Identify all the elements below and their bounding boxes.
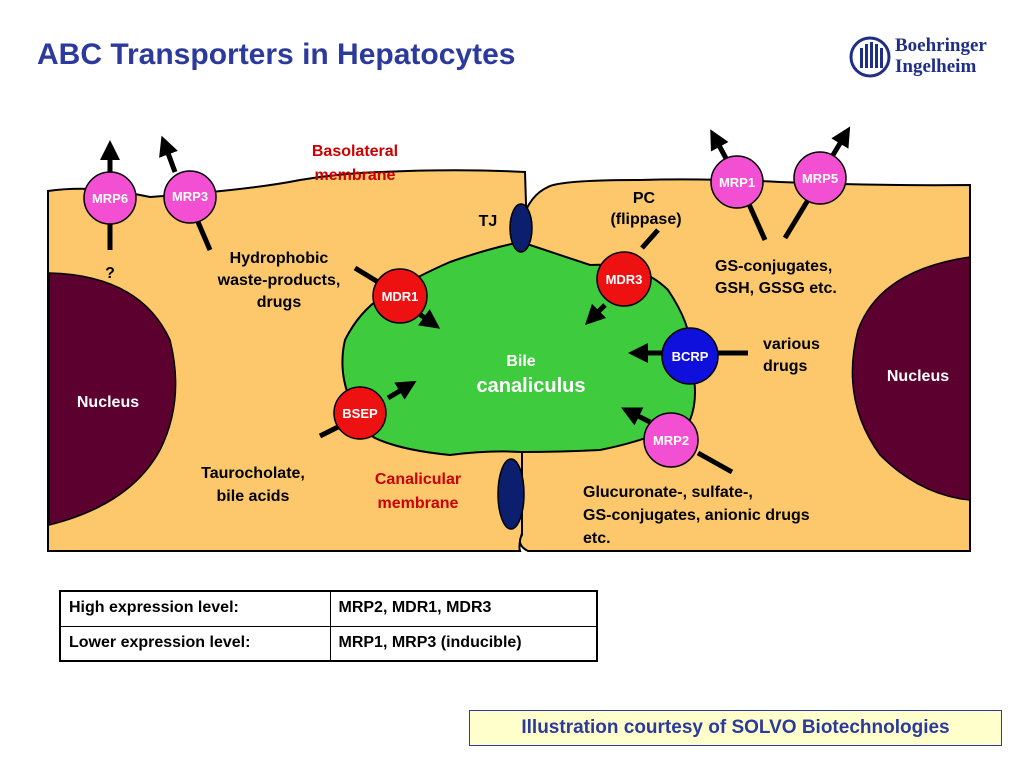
various-drugs-label-line1: various: [763, 336, 820, 353]
mdr3-shaft: [640, 228, 660, 250]
hydrophobic-label-line3: drugs: [257, 294, 302, 311]
illustration-credit: Illustration courtesy of SOLVO Biotechno…: [469, 710, 1002, 746]
mrp5-label: MRP5: [802, 171, 838, 186]
mdr1-shaft: [353, 265, 380, 285]
canalicular-label-line1: Canalicular: [375, 471, 461, 488]
nucleus-right-label: Nucleus: [887, 368, 949, 385]
mdr1-transporter: [372, 268, 428, 324]
mrp1-shaft: [745, 200, 768, 242]
logo-emblem-icon: [849, 36, 891, 78]
canalicular-label-line2: membrane: [378, 495, 459, 512]
bcrp-transporter: [661, 327, 719, 385]
page-title: ABC Transporters in Hepatocytes: [37, 38, 516, 71]
mrp5-arrow: [830, 126, 851, 157]
glucuronate-label-line3: etc.: [583, 530, 611, 547]
bile-label-line2: canaliculus: [477, 375, 586, 397]
basolateral-label-line2: membrane: [315, 167, 396, 184]
mrp2-arrow: [621, 407, 652, 426]
mrp1-label: MRP1: [719, 175, 755, 190]
mrp3-arrow: [159, 135, 178, 173]
table-row: Lower expression level: MRP1, MRP3 (indu…: [59, 625, 598, 662]
tight-junction-top: [509, 203, 533, 253]
tauro-label-line1: Taurocholate,: [201, 465, 305, 482]
bsep-shaft: [318, 424, 340, 439]
unknown-substrate-label: ?: [105, 265, 115, 282]
company-logo: Boehringer Ingelheim: [848, 34, 998, 82]
nucleus-left: [48, 272, 177, 526]
hydrophobic-label-line2: waste-products,: [217, 272, 341, 289]
mrp6-transporter: [83, 171, 137, 225]
mrp5-shaft: [782, 198, 811, 240]
bcrp-label: BCRP: [672, 349, 709, 364]
nucleus-right: [851, 256, 971, 501]
pc-label-line1: PC: [633, 190, 656, 207]
mrp1-transporter: [710, 155, 764, 209]
mrp2-label: MRP2: [653, 433, 689, 448]
mrp3-label: MRP3: [172, 189, 208, 204]
glucuronate-label-line1: Glucuronate-, sulfate-,: [583, 484, 753, 501]
gs-conjugates-label-line1: GS-conjugates,: [715, 258, 832, 275]
bsep-arrow: [386, 380, 417, 401]
table-cell-level: Lower expression level:: [59, 625, 331, 662]
table-cell-level: High expression level:: [59, 590, 331, 627]
bsep-label: BSEP: [342, 406, 378, 421]
tight-junction-bottom: [497, 458, 525, 530]
various-drugs-label-line2: drugs: [763, 358, 808, 375]
mrp2-shaft: [696, 450, 734, 475]
pc-label-line2: (flippase): [610, 211, 681, 228]
mrp6-label: MRP6: [92, 191, 128, 206]
mrp5-transporter: [793, 151, 847, 205]
gs-conjugates-label-line2: GSH, GSSG etc.: [715, 280, 837, 297]
logo-text-line2: Ingelheim: [895, 56, 977, 77]
mdr3-transporter: [596, 251, 652, 307]
expression-level-table: High expression level: MRP2, MDR1, MDR3 …: [59, 590, 598, 662]
table-cell-transporters: MRP1, MRP3 (inducible): [329, 625, 598, 662]
tauro-label-line2: bile acids: [217, 488, 290, 505]
mrp3-transporter: [163, 170, 217, 224]
bile-label-line1: Bile: [506, 353, 535, 370]
glucuronate-label-line2: GS-conjugates, anionic drugs: [583, 507, 810, 524]
bsep-transporter: [333, 386, 387, 440]
mdr1-label: MDR1: [382, 289, 419, 304]
mdr3-label: MDR3: [606, 272, 643, 287]
basolateral-label-line1: Basolateral: [312, 143, 398, 160]
nucleus-left-label: Nucleus: [77, 394, 139, 411]
table-cell-transporters: MRP2, MDR1, MDR3: [329, 590, 598, 627]
hydrophobic-label-line1: Hydrophobic: [230, 250, 329, 267]
mrp2-transporter: [643, 412, 699, 468]
logo-text-line1: Boehringer: [895, 35, 987, 56]
table-row: High expression level: MRP2, MDR1, MDR3: [59, 590, 598, 627]
mdr3-arrow: [584, 303, 607, 326]
mrp3-shaft: [195, 221, 213, 251]
tj-label: TJ: [479, 213, 498, 230]
